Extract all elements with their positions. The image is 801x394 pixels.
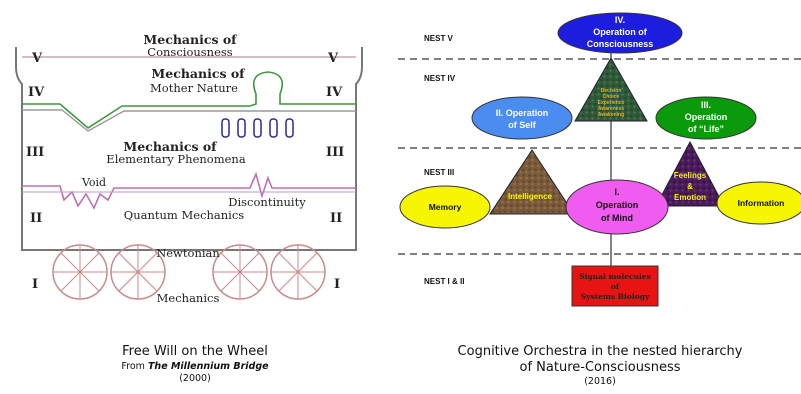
left-caption-source-title: The Millennium Bridge xyxy=(147,361,269,372)
op-self-line2: of Self xyxy=(508,120,537,130)
op-life-line2: Operation xyxy=(685,112,728,122)
feelings-line1: Feelings xyxy=(674,171,707,180)
right-caption-year: (2016) xyxy=(584,376,616,387)
wheel xyxy=(52,244,108,300)
node-operation-mind xyxy=(565,179,669,235)
right-caption-line1: Cognitive Orchestra in the nested hierar… xyxy=(457,344,743,359)
label-newtonian: Newtonian xyxy=(156,246,220,260)
feelings-line2: & xyxy=(687,182,693,191)
level-iv-right: IV xyxy=(326,85,343,100)
level-v-right: V xyxy=(327,51,339,66)
label-intelligence: Intelligence xyxy=(508,192,553,201)
level-i-left: I xyxy=(32,277,38,292)
left-caption-source: From The Millennium Bridge xyxy=(60,360,330,373)
left-caption: Free Will on the Wheel From The Millenni… xyxy=(60,344,330,385)
wheel xyxy=(212,244,268,300)
node-operation-life xyxy=(655,96,757,140)
op-consciousness-line3: Consciousness xyxy=(587,39,654,49)
gray-boundary xyxy=(22,109,356,132)
tray-outline xyxy=(15,47,363,251)
left-caption-year: (2000) xyxy=(179,373,211,384)
magenta-boundary xyxy=(22,171,356,210)
signal-line1: Signal molecules xyxy=(579,272,651,281)
level-ii-right: II xyxy=(330,211,342,226)
label-quantum: Quantum Mechanics xyxy=(124,208,244,222)
label-mechanics-mother-nature-2: Mother Nature xyxy=(150,81,238,95)
label-mechanics-consciousness-2: Consciousness xyxy=(147,45,232,59)
level-v-left: V xyxy=(31,51,43,66)
level-iii-left: III xyxy=(26,145,44,160)
triangle-intelligence xyxy=(489,149,575,215)
nest-label-iii: NEST III xyxy=(424,168,454,177)
nest-label-iv: NEST IV xyxy=(424,74,456,83)
level-ii-left: II xyxy=(30,211,42,226)
node-operation-self xyxy=(471,96,573,140)
nest-label-v: NEST V xyxy=(424,34,454,43)
right-caption: Cognitive Orchestra in the nested hierar… xyxy=(440,344,760,388)
op-consciousness-line1: IV. xyxy=(615,15,625,25)
left-caption-title: Free Will on the Wheel xyxy=(122,344,268,359)
label-mechanics-mother-nature-1: Mechanics of xyxy=(151,66,246,81)
label-mechanics-elementary-1: Mechanics of xyxy=(123,139,218,154)
green-boundary xyxy=(22,71,356,129)
nest-label-i-ii: NEST I & II xyxy=(424,277,464,286)
left-caption-source-prefix: From xyxy=(121,361,148,372)
label-information: Information xyxy=(738,198,785,208)
op-life-line3: of “Life” xyxy=(688,124,724,134)
op-mind-line2: Operation xyxy=(596,200,639,210)
triangle-decision xyxy=(574,56,648,122)
triangle-feelings xyxy=(655,140,725,207)
decision-line5: Awakening xyxy=(598,112,624,118)
label-memory: Memory xyxy=(429,202,462,212)
signal-line3: Systems Biology xyxy=(581,292,650,301)
op-mind-line1: I. xyxy=(614,187,619,197)
node-memory xyxy=(399,185,491,229)
label-discontinuity: Discontinuity xyxy=(228,195,306,209)
op-consciousness-line2: Operation of xyxy=(593,27,648,37)
right-diagram: NEST V NEST IV NEST III NEST I & II IV. … xyxy=(398,12,801,307)
feelings-line3: Emotion xyxy=(674,193,706,202)
box-signal-molecules xyxy=(571,265,659,307)
decision-line1: Decision xyxy=(601,88,622,94)
node-operation-consciousness xyxy=(557,12,683,54)
signal-line2: of xyxy=(611,282,620,291)
decision-line4: Awareness xyxy=(598,106,625,112)
level-i-right: I xyxy=(334,277,340,292)
label-mechanics: Mechanics xyxy=(157,291,220,305)
decision-line3: Experience xyxy=(598,100,625,106)
right-caption-line2: of Nature-Consciousness xyxy=(519,360,681,375)
label-void: Void xyxy=(81,176,106,189)
left-diagram: V V IV IV III III II II I I Mechanics of… xyxy=(15,32,363,305)
level-iv-left: IV xyxy=(28,85,45,100)
cylinder-row xyxy=(221,118,294,138)
level-iii-right: III xyxy=(326,145,344,160)
node-information xyxy=(716,181,801,225)
wheel xyxy=(270,244,326,300)
wheel xyxy=(110,244,166,300)
decision-line2: Choice xyxy=(603,94,620,100)
label-mechanics-elementary-2: Elementary Phenomena xyxy=(106,152,246,166)
op-mind-line3: of Mind xyxy=(601,213,633,223)
label-mechanics-consciousness-1: Mechanics of xyxy=(143,32,238,47)
op-life-line1: III. xyxy=(701,100,711,110)
op-self-line1: II. Operation xyxy=(496,108,549,118)
